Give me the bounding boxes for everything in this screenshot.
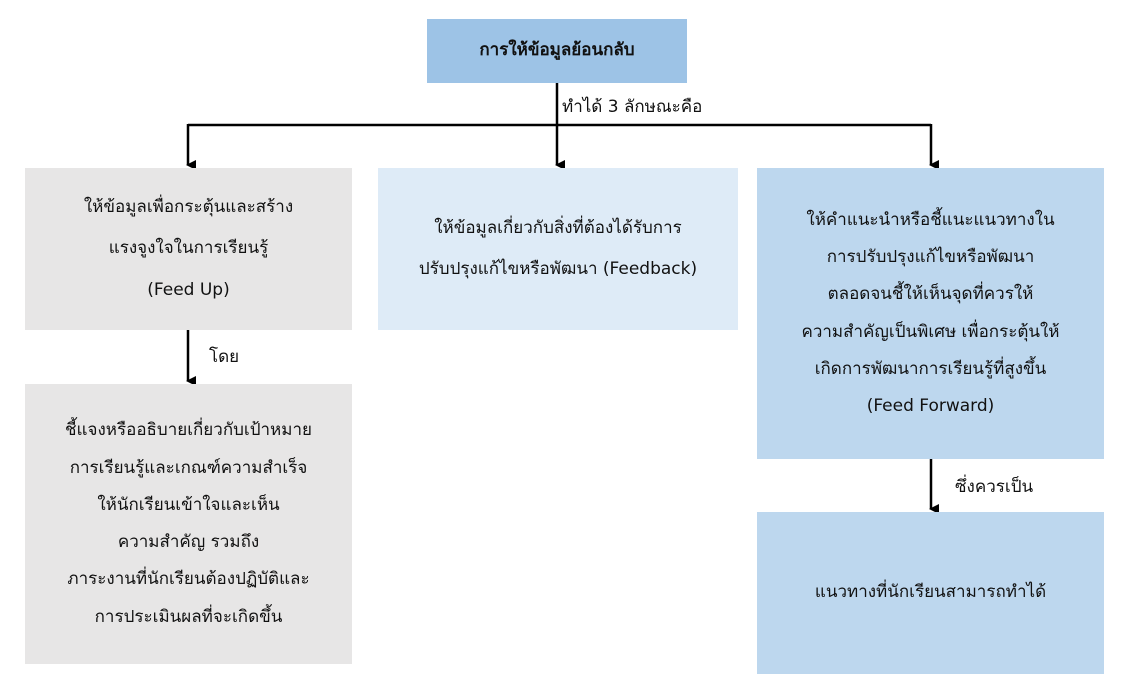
feed-up-detail-line: การประเมินผลที่จะเกิดขึ้น bbox=[94, 606, 283, 627]
feed-up-detail-line: ชี้แจงหรืออธิบายเกี่ยวกับเป้าหมาย bbox=[65, 420, 312, 441]
root-node-label: การให้ข้อมูลย้อนกลับ bbox=[479, 40, 635, 61]
feed-up-detail-line: ภาระงานที่นักเรียนต้องปฏิบัติและ bbox=[67, 569, 310, 590]
feed-forward-detail-node: แนวทางที่นักเรียนสามารถทำได้ bbox=[757, 512, 1104, 674]
feed-forward-line: (Feed Forward) bbox=[866, 396, 995, 416]
feed-forward-node: ให้คำแนะนำหรือชี้แนะแนวทางใน การปรับปรุง… bbox=[757, 168, 1104, 459]
feed-up-line: (Feed Up) bbox=[147, 279, 230, 300]
right-edge-label: ซึ่งควรเป็น bbox=[955, 477, 1034, 497]
feed-up-detail-line: ให้นักเรียนเข้าใจและเห็น bbox=[97, 494, 280, 515]
feed-forward-detail-line: แนวทางที่นักเรียนสามารถทำได้ bbox=[814, 582, 1047, 603]
feed-forward-line: ความสำคัญเป็นพิเศษ เพื่อกระตุ้นให้ bbox=[801, 321, 1060, 342]
feed-forward-line: ให้คำแนะนำหรือชี้แนะแนวทางใน bbox=[806, 209, 1055, 230]
feed-up-detail-line: การเรียนรู้และเกณฑ์ความสำเร็จ bbox=[69, 457, 308, 478]
feedback-line: ให้ข้อมูลเกี่ยวกับสิ่งที่ต้องได้รับการ bbox=[434, 217, 682, 238]
feed-up-line: แรงจูงใจในการเรียนรู้ bbox=[108, 238, 269, 259]
feed-up-line: ให้ข้อมูลเพื่อกระตุ้นและสร้าง bbox=[83, 197, 294, 218]
root-node: การให้ข้อมูลย้อนกลับ bbox=[427, 19, 687, 83]
feedback-node: ให้ข้อมูลเกี่ยวกับสิ่งที่ต้องได้รับการ ป… bbox=[378, 168, 738, 330]
left-edge-label: โดย bbox=[209, 347, 240, 367]
main-edge-label: ทำได้ 3 ลักษณะคือ bbox=[562, 97, 703, 117]
feed-forward-line: เกิดการพัฒนาการเรียนรู้ที่สูงขึ้น bbox=[814, 358, 1047, 379]
feed-up-detail-line: ความสำคัญ รวมถึง bbox=[117, 532, 260, 552]
feed-forward-line: การปรับปรุงแก้ไขหรือพัฒนา bbox=[826, 247, 1035, 267]
feed-forward-line: ตลอดจนชี้ให้เห็นจุดที่ควรให้ bbox=[827, 284, 1034, 305]
feedback-line: ปรับปรุงแก้ไขหรือพัฒนา (Feedback) bbox=[418, 259, 698, 279]
feed-up-detail-node: ชี้แจงหรืออธิบายเกี่ยวกับเป้าหมาย การเรี… bbox=[25, 384, 352, 664]
feed-up-node: ให้ข้อมูลเพื่อกระตุ้นและสร้าง แรงจูงใจใน… bbox=[25, 168, 352, 330]
